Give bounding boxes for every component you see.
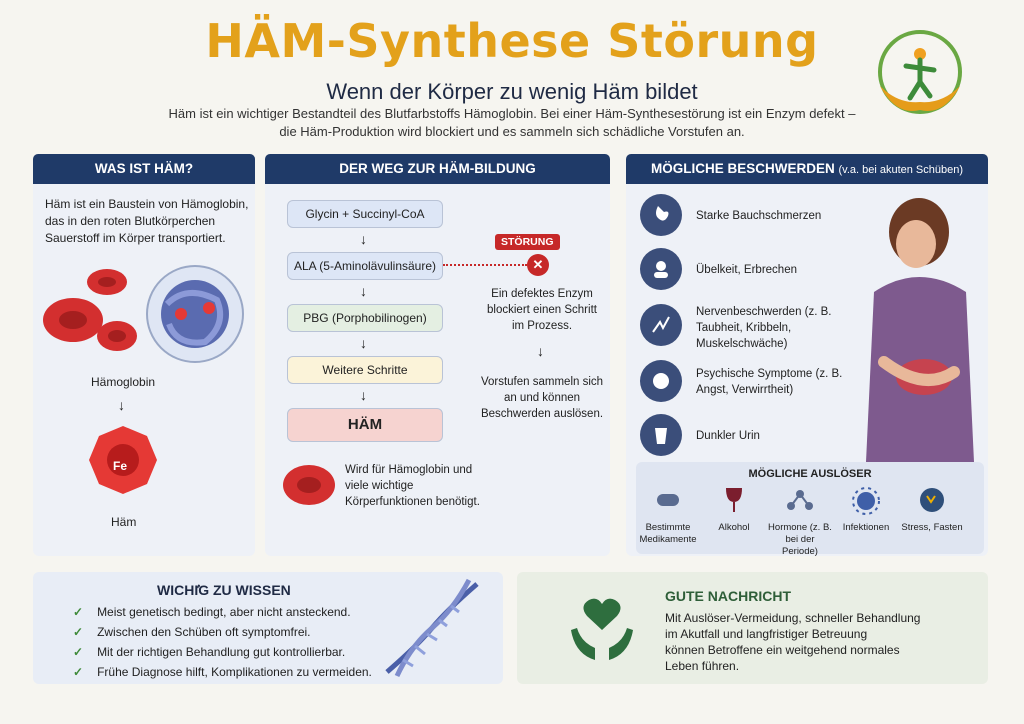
trigger-label: Stress, Fasten <box>901 522 963 533</box>
arrow-down-icon: ↓ <box>360 335 367 351</box>
brain-icon <box>640 360 682 402</box>
heme-label: Häm <box>111 515 137 529</box>
check-icon: ✓ <box>73 605 84 619</box>
page-subtitle: Wenn der Körper zu wenig Häm bildet <box>326 79 698 104</box>
blocked-connector <box>443 264 527 266</box>
check-icon: ✓ <box>73 625 84 639</box>
panel-what-is-heme: WAS IST HÄM? Häm ist ein Baustein von Hä… <box>33 154 255 556</box>
arrow-down-icon: ↓ <box>360 387 367 403</box>
important-heading: WICHۢIG ZU WISSEN <box>157 582 291 598</box>
fe-label: Fe <box>113 459 128 473</box>
accumulate-text: Vorstufen sammeln sich an und können Bes… <box>480 376 604 420</box>
heart-hands-icon <box>571 598 633 660</box>
trigger-label: Infektionen <box>842 522 890 533</box>
stomach-icon <box>640 194 682 236</box>
arrow-down-icon: ↓ <box>360 231 367 247</box>
heme-molecule-icon <box>89 426 157 494</box>
check-item: ✓Frühe Diagnose hilft, Komplikationen zu… <box>73 665 372 679</box>
arrow-down-icon: ↓ <box>537 343 544 359</box>
panel-heme-pathway: DER WEG ZUR HÄM-BILDUNG Glycin + Succiny… <box>265 154 610 556</box>
block-x-icon: ✕ <box>527 254 549 276</box>
molecule-icon <box>768 486 832 519</box>
nausea-icon <box>640 248 682 290</box>
heme-description: Häm ist ein Baustein von Hämoglobin, das… <box>45 197 249 245</box>
arrow-down-icon: ↓ <box>360 283 367 299</box>
defect-text: Ein defektes Enzym blockiert einen Schri… <box>487 288 597 332</box>
dna-helix-icon <box>385 578 479 678</box>
arrow-down-icon: ↓ <box>118 397 125 413</box>
stoerung-badge: STÖRUNG <box>495 234 560 250</box>
check-item: ✓Zwischen den Schüben oft symptomfrei. <box>73 625 311 639</box>
step-glycin: Glycin + Succinyl-CoA <box>287 200 443 228</box>
page-title: HÄM-Synthese Störung <box>205 14 819 68</box>
step-ala: ALA (5-Aminolävulinsäure) <box>287 252 443 280</box>
check-icon: ✓ <box>73 645 84 659</box>
step-further: Weitere Schritte <box>287 356 443 384</box>
woman-abdominal-pain-illustration <box>866 198 974 462</box>
nerve-icon <box>640 304 682 346</box>
trigger-label: Bestimmte Medikamente <box>639 522 697 545</box>
triggers-heading: MÖGLICHE AUSLÖSER <box>748 468 872 480</box>
panel-heading: DER WEG ZUR HÄM-BILDUNG <box>265 154 610 184</box>
step-pbg: PBG (Porphobilinogen) <box>287 304 443 332</box>
check-item: ✓Meist genetisch bedingt, aber nicht ans… <box>73 605 351 619</box>
red-blood-cell-icon <box>283 465 335 505</box>
step-heme: HÄM <box>287 408 443 442</box>
intro-text: Häm ist ein wichtiger Bestandteil des Bl… <box>168 106 856 139</box>
symptom-label: Nervenbeschwerden (z. B. Taubheit, Kribb… <box>696 306 832 350</box>
panel-symptoms: MÖGLICHE BESCHWERDEN (v.a. bei akuten Sc… <box>626 154 988 557</box>
logo-icon <box>866 24 974 124</box>
blood-cells-illustration <box>43 265 244 363</box>
symptom-label: Psychische Symptome (z. B. Angst, Verwir… <box>696 368 843 396</box>
stress-head-icon <box>900 486 964 521</box>
panel-good-news: GUTE NACHRICHT Mit Auslöser-Vermeidung, … <box>517 572 988 684</box>
panel-important: WICHۢIG ZU WISSEN ✓Meist genetisch bedin… <box>33 572 503 684</box>
panel-heading: WAS IST HÄM? <box>33 154 255 184</box>
virus-icon <box>834 486 898 521</box>
symptom-label: Starke Bauchschmerzen <box>696 210 822 222</box>
good-news-heading: GUTE NACHRICHT <box>665 588 791 604</box>
pill-icon <box>636 486 700 519</box>
urine-cup-icon <box>640 414 682 456</box>
wine-glass-icon <box>702 486 766 521</box>
trigger-label: Alkohol <box>718 522 750 533</box>
good-news-text: Mit Auslöser-Vermeidung, schneller Behan… <box>665 611 921 673</box>
panel-heading: MÖGLICHE BESCHWERDEN (v.a. bei akuten Sc… <box>626 154 988 184</box>
hemoglobin-label: Hämoglobin <box>91 375 156 389</box>
check-item: ✓Mit der richtigen Behandlung gut kontro… <box>73 645 346 659</box>
check-icon: ✓ <box>73 665 84 679</box>
symptom-label: Dunkler Urin <box>696 430 760 442</box>
symptom-label: Übelkeit, Erbrechen <box>696 264 797 276</box>
usage-text: Wird für Hämoglobin und viele wichtige K… <box>345 464 480 508</box>
trigger-label: Hormone (z. B. bei der Periode) <box>768 522 832 557</box>
